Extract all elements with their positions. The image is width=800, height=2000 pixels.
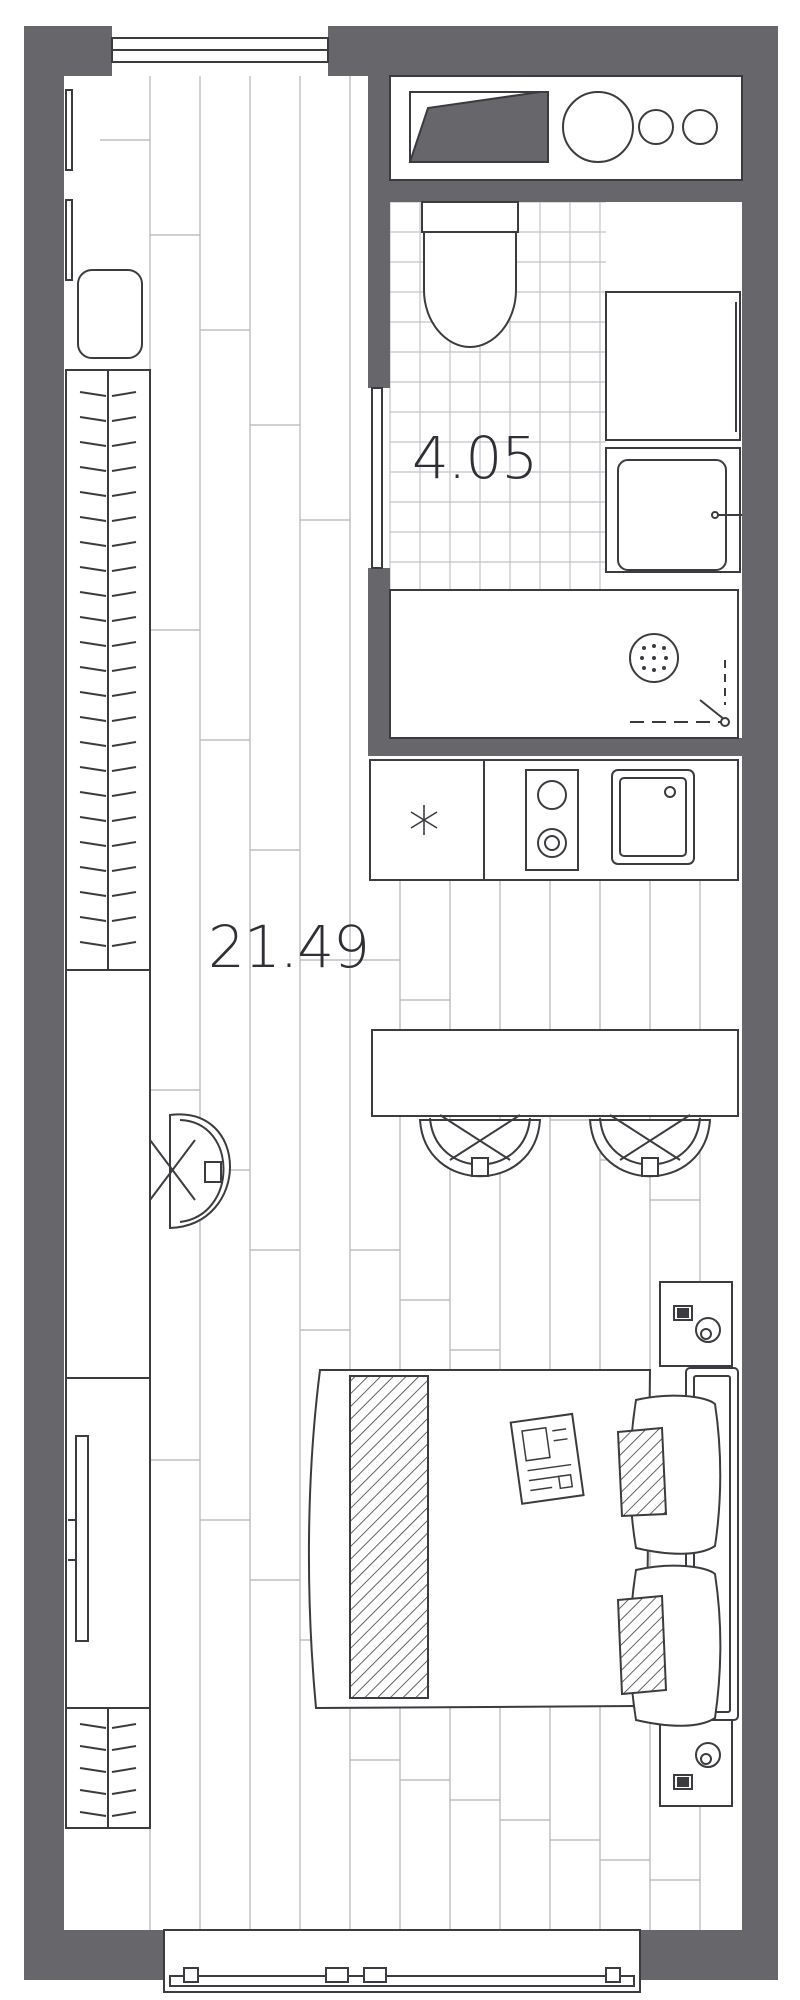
bar-stool-icon bbox=[588, 1114, 712, 1178]
meter-small-icon-2 bbox=[682, 109, 718, 145]
wall-right bbox=[742, 26, 778, 1980]
walls bbox=[24, 26, 778, 1980]
magazine-icon bbox=[509, 1412, 585, 1505]
desk-chair-icon bbox=[149, 1113, 231, 1230]
wall-bottom-right bbox=[640, 1930, 778, 1980]
desk bbox=[65, 969, 151, 1709]
bar-counter bbox=[371, 1029, 739, 1117]
balcony bbox=[163, 1929, 641, 1993]
wall-top-left bbox=[24, 26, 112, 76]
nightstand-top bbox=[659, 1281, 733, 1367]
pillow-bottom-icon bbox=[616, 1564, 722, 1727]
wall-bath-bottom bbox=[368, 738, 742, 756]
bar-stool-icon bbox=[418, 1114, 542, 1178]
wall-bath-vertical-top bbox=[368, 76, 390, 388]
left-wall-fixtures bbox=[65, 89, 143, 359]
wall-left bbox=[24, 26, 64, 1980]
top-window bbox=[111, 37, 329, 63]
toilet-bowl-icon bbox=[423, 231, 517, 349]
shower-tray-icon bbox=[389, 589, 739, 739]
tv-icon bbox=[68, 1435, 89, 1642]
wall-bottom-left bbox=[24, 1930, 164, 1980]
wall-shaft-bottom bbox=[368, 180, 742, 202]
bar-stool-icon bbox=[418, 1114, 712, 1178]
meter-small-icon bbox=[638, 109, 674, 145]
nightstands bbox=[659, 1281, 733, 1807]
toilet-tank-icon bbox=[421, 201, 519, 233]
nightstand-bottom bbox=[659, 1719, 733, 1807]
pillow-top-icon bbox=[616, 1394, 722, 1555]
utility-shaft bbox=[389, 75, 743, 181]
shoe-rack bbox=[65, 1707, 151, 1829]
bed-icon bbox=[307, 1367, 739, 1727]
washing-machine-icon bbox=[605, 291, 741, 441]
wall-top-right bbox=[328, 26, 778, 76]
ottoman-icon bbox=[77, 269, 143, 359]
main-room-area-label: 21.49 bbox=[208, 913, 370, 981]
kitchen-counter bbox=[369, 759, 739, 881]
bathroom-fixtures bbox=[371, 201, 742, 739]
fridge-snowflake-icon bbox=[410, 805, 438, 835]
meter-large-icon bbox=[562, 91, 634, 163]
wardrobe-hangers bbox=[65, 369, 151, 971]
bathroom-area-label: 4.05 bbox=[412, 424, 538, 492]
wall-bath-vertical-bottom bbox=[368, 568, 390, 748]
